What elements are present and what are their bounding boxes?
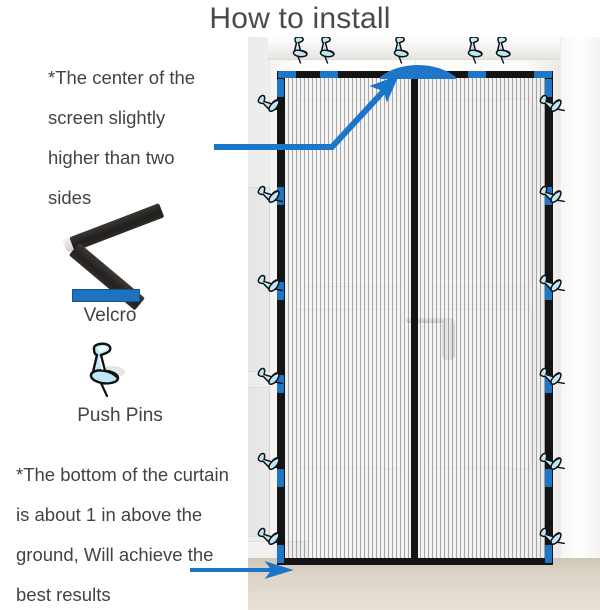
door-handle-lever bbox=[406, 318, 454, 323]
mesh-panel-left bbox=[284, 77, 414, 558]
velcro-tab bbox=[545, 375, 552, 393]
velcro-tab bbox=[277, 375, 284, 393]
push-pin-icon bbox=[532, 83, 573, 124]
door-header-trim bbox=[268, 37, 560, 60]
push-pin-icon bbox=[250, 516, 291, 557]
push-pin-icon bbox=[285, 37, 315, 65]
door-panel bbox=[428, 99, 532, 287]
magnetic-mesh-screen bbox=[277, 65, 553, 565]
push-pin-icon bbox=[532, 516, 573, 557]
page-title: How to install bbox=[209, 2, 391, 35]
velcro-tab bbox=[277, 545, 284, 563]
push-pin-icon bbox=[460, 37, 490, 65]
push-pin-icon bbox=[532, 441, 573, 482]
door-panel bbox=[298, 309, 402, 469]
velcro-tab bbox=[320, 71, 338, 78]
velcro-tab bbox=[468, 71, 486, 78]
push-pin-icon bbox=[250, 356, 291, 397]
mesh-panel-right bbox=[416, 77, 546, 558]
velcro-tab bbox=[545, 469, 552, 487]
velcro-label: Velcro bbox=[83, 305, 137, 326]
velcro-tab bbox=[534, 71, 552, 78]
push-pin-icon bbox=[488, 37, 518, 65]
push-pin-icon bbox=[532, 174, 573, 215]
door-handle-plate bbox=[442, 319, 455, 361]
push-pin-icon bbox=[250, 263, 291, 304]
velcro-tab bbox=[278, 71, 296, 78]
screen-center-raised-arc bbox=[380, 63, 456, 79]
push-pin-icon bbox=[74, 338, 136, 400]
screen-binding-left bbox=[277, 74, 285, 561]
push-pin-icon bbox=[312, 37, 342, 65]
velcro-tab bbox=[277, 282, 284, 300]
velcro-strips-icon bbox=[62, 203, 172, 311]
push-pin-icon bbox=[250, 174, 291, 215]
push-pin-icon bbox=[532, 263, 573, 304]
velcro-tab bbox=[545, 545, 552, 563]
note-bottom-clearance: *The bottom of the curtain is about 1 in… bbox=[16, 464, 229, 605]
screen-binding-right bbox=[545, 74, 553, 561]
push-pin-icon bbox=[250, 441, 291, 482]
note-center-higher: *The center of the screen slightly highe… bbox=[48, 67, 196, 208]
velcro-tab bbox=[545, 282, 552, 300]
floor bbox=[248, 558, 600, 610]
velcro-tab bbox=[277, 469, 284, 487]
screen-binding-bottom bbox=[277, 558, 553, 565]
velcro-blue-bar-icon bbox=[72, 289, 140, 302]
screen-binding-top-left bbox=[277, 71, 415, 78]
installation-photo: @乐le爸 bbox=[248, 37, 600, 610]
screen-binding-center bbox=[411, 74, 418, 561]
velcro-tab bbox=[277, 187, 284, 205]
push-pin-icon bbox=[386, 37, 416, 65]
push-pin-icon bbox=[532, 356, 573, 397]
velcro-tab bbox=[545, 79, 552, 97]
push-pins-label: Push Pins bbox=[77, 405, 163, 426]
